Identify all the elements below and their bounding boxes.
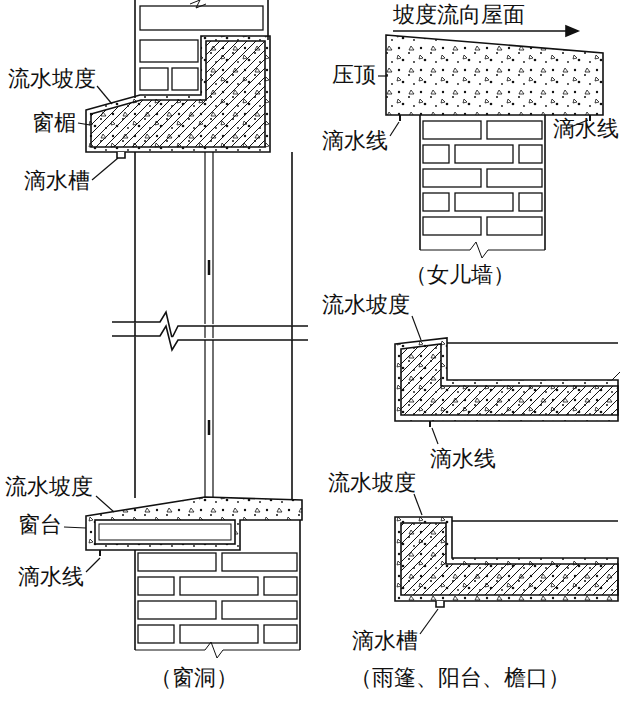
drawing-part	[455, 145, 513, 163]
drawing-part	[420, 115, 545, 250]
drawing-part	[423, 193, 449, 211]
drawing-part	[138, 553, 216, 571]
callout-label: （窗洞）	[150, 665, 238, 691]
drawing-part	[99, 550, 101, 556]
drawing-part	[140, 40, 198, 62]
drawing-part	[432, 428, 438, 444]
drawing-part	[172, 68, 198, 90]
callout-label: 滴水线	[430, 446, 496, 472]
drawing-part	[78, 123, 90, 125]
drawing-part	[395, 517, 618, 601]
drawing-part	[264, 625, 297, 643]
drawing-part	[138, 625, 174, 643]
drawing-part	[420, 242, 545, 258]
drawing-part	[97, 86, 112, 104]
drawing-part	[386, 35, 603, 115]
drawing-part	[395, 338, 618, 421]
drawing-part	[423, 121, 481, 139]
drawing-part	[429, 421, 431, 427]
drawing-part	[519, 193, 542, 211]
drawing-part	[208, 260, 211, 435]
drawing-part	[86, 0, 620, 658]
drawing-part	[423, 145, 449, 163]
drawing-part	[414, 494, 422, 515]
callout-label: 窗楣	[32, 110, 76, 136]
drawing-part	[64, 76, 588, 634]
callout-label: 滴水线	[553, 116, 619, 142]
drawing-part	[423, 169, 481, 187]
drawing-part	[390, 122, 399, 136]
drawing-part	[612, 372, 620, 380]
drawing-part	[378, 75, 388, 76]
drawing-part	[423, 217, 481, 235]
drawing-part	[180, 625, 258, 643]
drawing-part	[138, 601, 216, 619]
drawing-part	[412, 316, 421, 340]
callout-label: 流水坡度	[322, 292, 410, 318]
callout-label: 滴水线	[18, 564, 84, 590]
drawing-part	[393, 30, 574, 32]
drawing-part	[91, 41, 265, 147]
drawing-part	[64, 527, 86, 528]
drawing-part	[436, 601, 444, 607]
drawing-part	[180, 577, 258, 595]
drawing-part	[487, 169, 542, 187]
drawing-part	[92, 158, 118, 180]
drawing-part	[112, 312, 308, 338]
drawing-part	[95, 520, 235, 544]
drawing-part	[112, 326, 308, 350]
callout-label: （雨篷、阳台、檐口）	[350, 665, 570, 691]
callout-label: 流水坡度	[8, 66, 96, 92]
drawing-part	[487, 121, 542, 139]
drawing-part	[86, 497, 302, 550]
callout-label: 滴水槽	[352, 628, 418, 654]
drawing-part	[135, 642, 300, 658]
drawing-part	[86, 36, 270, 152]
callout-label: 流水坡度	[328, 470, 416, 496]
drawing-part	[135, 520, 300, 650]
drawing-part	[140, 68, 168, 90]
callout-label: 滴水线	[322, 128, 388, 154]
callout-label: 流水坡度	[5, 474, 93, 500]
drawing-part	[519, 145, 542, 163]
callout-label: 滴水槽	[24, 168, 90, 194]
drawing-part	[190, 0, 206, 8]
drawing-part	[96, 496, 114, 512]
drawing-part	[222, 601, 297, 619]
drawing-part	[138, 577, 174, 595]
drawing-part	[447, 342, 618, 344]
callout-label: 窗台	[18, 512, 62, 538]
drawing-part	[401, 344, 618, 415]
drawing-part	[566, 26, 578, 36]
drawing-part	[455, 193, 513, 211]
drawing-part	[452, 520, 618, 522]
drawing-part	[140, 6, 263, 30]
drawing-part	[420, 609, 438, 634]
callout-label: 压顶	[332, 62, 376, 88]
drawing-part	[264, 577, 297, 595]
drawing-part	[117, 152, 125, 158]
drawing-part	[222, 553, 297, 571]
drawing-part	[86, 558, 100, 572]
callout-label: 坡度流向屋面	[393, 2, 525, 28]
drawing-part	[401, 523, 618, 595]
callout-label: （女儿墙）	[405, 262, 515, 288]
drawing-part	[487, 217, 542, 235]
drawing-part	[99, 524, 231, 540]
